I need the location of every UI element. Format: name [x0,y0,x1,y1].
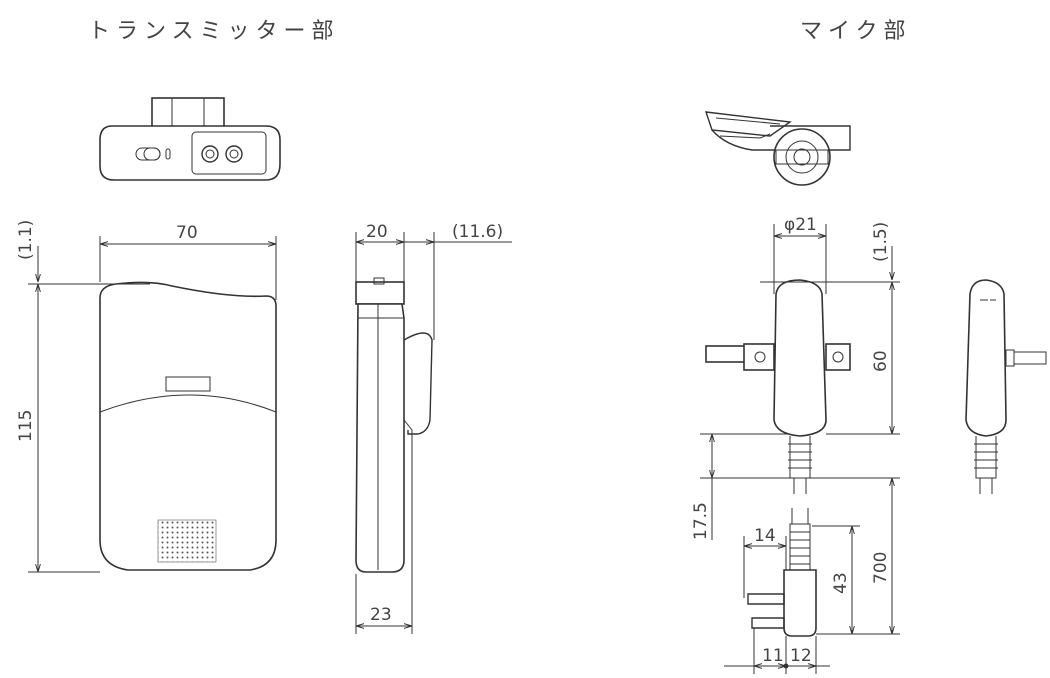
microphone-clip-view [704,111,851,186]
dim-mic-cable-length: 700 [871,552,891,584]
dim-mic-pin-b: 12 [790,646,812,666]
microphone-side-view [965,279,1047,494]
dim-transmitter-height: 115 [16,410,36,442]
dim-transmitter-width: 70 [176,223,198,243]
transmitter-title: トランスミッター部 [88,19,340,44]
microphone-dimensions: φ21 60 (1.5) 17.5 700 43 14 11 12 [691,215,900,674]
dim-mic-top-offset: (1.5) [871,222,891,262]
dim-mic-height: 60 [871,350,891,372]
microphone-front-view [705,279,900,494]
transmitter-side-view [355,277,433,573]
dim-mic-cable-gap: 17.5 [691,502,711,540]
dim-mic-diameter: φ21 [784,215,817,235]
dim-transmitter-top-offset: (1.1) [16,220,36,260]
transmitter-top-view [99,97,281,181]
transmitter-front-view [28,281,277,571]
dim-transmitter-clip: (11.6) [452,222,503,242]
dim-mic-plug-height: 43 [831,572,851,594]
transmitter-dimensions: 70 115 (1.1) 20 (11.6) 23 [16,220,512,634]
microphone-title: マイク部 [800,19,912,44]
dim-mic-plug-width: 14 [754,526,776,546]
dim-transmitter-bottom-depth: 23 [370,605,392,625]
microphone-plug [747,508,817,637]
dim-transmitter-depth: 20 [366,222,388,242]
dim-mic-pin-a: 11 [762,646,784,666]
